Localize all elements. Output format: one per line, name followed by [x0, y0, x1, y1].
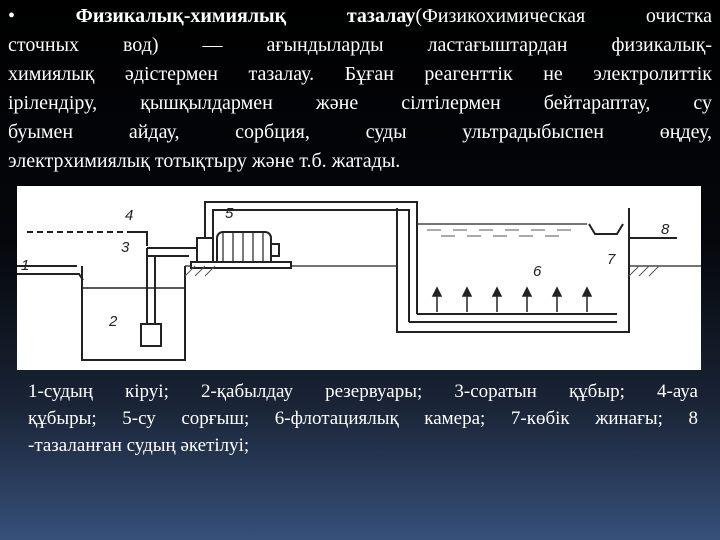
description-paragraph: • Физикалық-химиялық тазалау(Физикохимич…	[8, 2, 712, 176]
ground-hatching	[184, 265, 660, 277]
flotation-diagram: 1 2 3 4 5 6 7 8	[17, 186, 701, 370]
paragraph-line-3: химиялық әдістермен тазалау. Бұған реаге…	[8, 63, 712, 85]
discharge-pipe-outer	[204, 201, 418, 238]
figure-caption: 1-судың кіруі; 2-қабылдау резервуары; 3-…	[28, 378, 698, 459]
label-8: 8	[661, 221, 670, 238]
paragraph-line-1: • Физикалық-химиялық тазалау(Физикохимич…	[8, 2, 712, 31]
paragraph-line-2: сточных вод) — ағындыларды ластағыштарда…	[8, 34, 712, 56]
foam-collector	[588, 223, 624, 235]
inlet-pipe	[17, 273, 84, 281]
chamber-hatching	[427, 229, 571, 237]
term-translation: (Физикохимическая очистка	[415, 5, 712, 27]
caption-line-2: құбыры; 5-су сорғыш; 6-флотациялық камер…	[28, 408, 698, 429]
paragraph-line-4: ірілендіру, қышқылдармен және сілтілерме…	[8, 92, 712, 114]
term-bold: Физикалық-химиялық тазалау	[75, 5, 416, 27]
pump-head	[196, 237, 214, 265]
bullet: •	[8, 5, 76, 27]
bubble-arrows	[431, 286, 593, 312]
label-4: 4	[125, 207, 133, 224]
suction-strainer	[140, 323, 162, 347]
caption-line-1: 1-судың кіруі; 2-қабылдау резервуары; 3-…	[28, 381, 698, 402]
discharge-pipe-inner	[212, 209, 410, 238]
distribution-pipe	[409, 313, 617, 323]
caption-line-3: -тазаланған судың әкетілуі;	[28, 435, 250, 456]
label-5: 5	[225, 205, 234, 222]
receiving-tank	[81, 266, 186, 361]
pump-shaft	[271, 243, 280, 257]
label-1: 1	[21, 257, 29, 274]
pump-base	[190, 261, 292, 269]
label-3: 3	[121, 239, 130, 256]
paragraph-line-5: буымен айдау, сорбция, суды ультрадыбысп…	[8, 121, 712, 143]
air-pipe-connector	[127, 231, 148, 246]
diagram-svg: 1 2 3 4 5 6 7 8	[17, 201, 701, 361]
label-7: 7	[607, 251, 616, 268]
label-6: 6	[533, 263, 542, 280]
flotation-chamber	[396, 208, 630, 333]
label-2: 2	[108, 313, 118, 330]
paragraph-line-6: электрхимиялық тотықтыру және т.б. жатад…	[8, 150, 401, 172]
